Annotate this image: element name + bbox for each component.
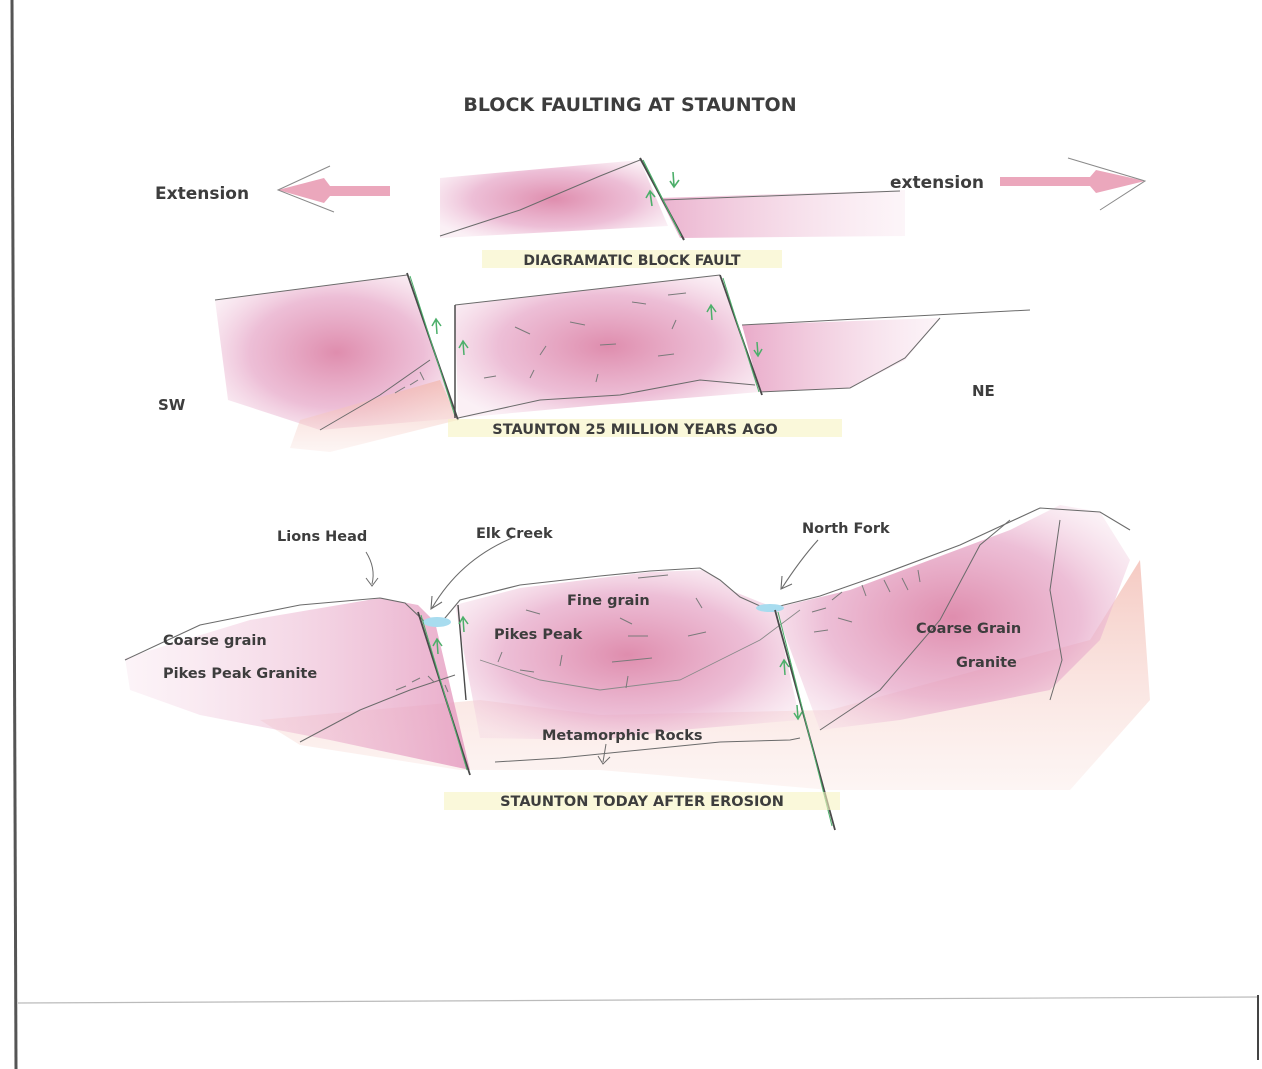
ne-block [742, 318, 940, 392]
fault-arrow-1 [432, 319, 441, 334]
elk-creek-label: Elk Creek [476, 526, 553, 542]
panel-today-after-erosion: Lions Head Elk Creek North Fork Coarse g… [125, 505, 1150, 830]
basement-rock-label: Metamorphic Rocks [542, 728, 703, 744]
right-rock-label-1: Coarse Grain [916, 621, 1021, 637]
panel1-caption: DIAGRAMATIC BLOCK FAULT [523, 253, 741, 269]
center-rock-label-2: Pikes Peak [494, 627, 583, 643]
center-rock-label-1: Fine grain [567, 593, 650, 609]
left-granite-block [125, 598, 470, 770]
panel-diagrammatic-block-fault: Extension extension DIAGRAMATIC BLOCK FA… [155, 158, 1145, 269]
lions-head-label: Lions Head [277, 529, 367, 545]
diagram-title: BLOCK FAULTING AT STAUNTON [463, 94, 796, 116]
panel3-caption: STAUNTON TODAY AFTER EROSION [500, 794, 784, 810]
panel-25-million-years-ago: SW NE STAUNTON 25 MILLION YEARS AGO [158, 273, 1030, 452]
north-fork-label: North Fork [802, 521, 890, 537]
north-fork-pointer [781, 540, 818, 589]
right-rock-label-2: Granite [956, 655, 1017, 671]
right-block [660, 190, 905, 238]
lions-head-pointer [366, 552, 378, 586]
north-fork-stream [756, 604, 784, 612]
ne-label: NE [972, 382, 995, 400]
downthrow-arrow [670, 172, 679, 187]
left-block [440, 160, 668, 238]
page-bottom-rule [18, 997, 1258, 1003]
panel2-caption: STAUNTON 25 MILLION YEARS AGO [492, 422, 777, 438]
right-extension-label: extension [890, 173, 984, 193]
page-left-border [12, 0, 16, 1069]
elk-creek-stream [423, 617, 451, 627]
sw-label: SW [158, 396, 186, 414]
left-rock-label-1: Coarse grain [163, 633, 267, 649]
left-rock-label-2: Pikes Peak Granite [163, 666, 317, 682]
right-extension-arrow [1000, 170, 1145, 193]
central-block [455, 275, 760, 418]
left-extension-label: Extension [155, 184, 249, 204]
